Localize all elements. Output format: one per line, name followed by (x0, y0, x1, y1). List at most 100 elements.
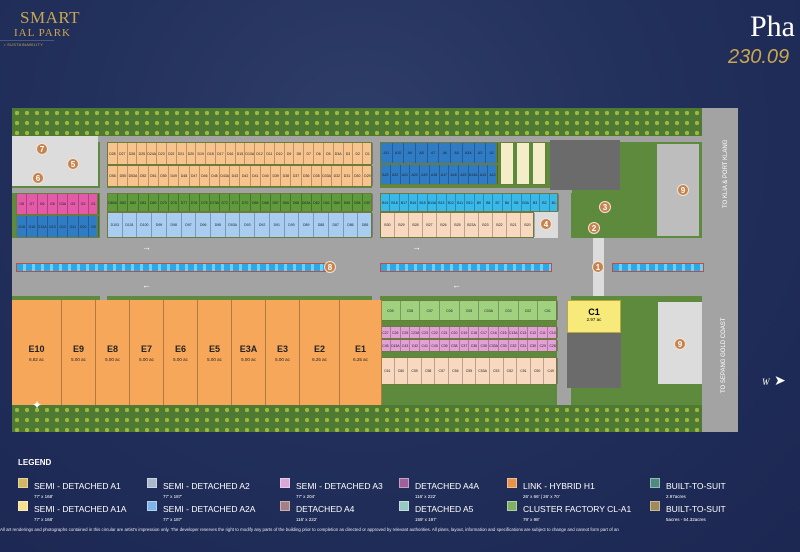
lot[interactable]: A11 (381, 143, 393, 163)
lot[interactable]: D17 (216, 143, 226, 164)
lot[interactable]: D57 (363, 194, 373, 211)
lot[interactable]: D62 (312, 194, 323, 211)
lot[interactable]: D42 (241, 166, 251, 186)
lot[interactable]: G2 (79, 194, 89, 214)
lot[interactable]: A20 (410, 165, 420, 184)
lot[interactable]: C02 (519, 301, 539, 320)
lot[interactable]: D43 (230, 166, 241, 186)
lot[interactable]: D70 (241, 194, 251, 211)
lot[interactable]: B8 (484, 194, 494, 211)
lot[interactable]: C55 (463, 358, 477, 384)
lot[interactable]: D60 (332, 194, 343, 211)
lot[interactable]: B19 (381, 194, 391, 211)
lot[interactable]: C27 (381, 327, 391, 338)
lot[interactable]: C28 (548, 340, 558, 351)
lot[interactable]: D12 (255, 143, 266, 164)
lot[interactable]: C56 (449, 358, 463, 384)
lot[interactable]: B25 (451, 213, 465, 237)
lot[interactable]: A8 (416, 143, 428, 163)
lot[interactable]: D97 (182, 213, 197, 237)
lot[interactable]: D52 (139, 166, 149, 186)
lot[interactable]: D51 (149, 166, 159, 186)
lot[interactable]: D98 (167, 213, 182, 237)
lot[interactable]: D39 (271, 166, 282, 186)
lot[interactable]: D90 (285, 213, 300, 237)
lot[interactable]: C53A (476, 358, 490, 384)
lot[interactable]: C16 (489, 327, 499, 338)
lot[interactable]: D22 (167, 143, 177, 164)
lot[interactable]: D41 (251, 166, 261, 186)
lot[interactable]: C59 (408, 358, 422, 384)
lot[interactable]: D15 (236, 143, 246, 164)
lot[interactable]: D63A (302, 194, 312, 211)
lot[interactable]: D68 (261, 194, 272, 211)
lot[interactable]: C25 (401, 327, 411, 338)
lot[interactable]: C31 (519, 340, 529, 351)
lot[interactable]: D83A (108, 194, 119, 211)
lot[interactable]: C33A (489, 340, 499, 351)
lot[interactable]: D100 (137, 213, 153, 237)
lot[interactable]: D87 (329, 213, 344, 237)
lot[interactable]: D23 (157, 143, 167, 164)
lot[interactable]: B13A (428, 194, 438, 211)
lot[interactable]: D93 (241, 213, 256, 237)
lot[interactable]: D5 (324, 143, 334, 164)
lot[interactable]: D10 (275, 143, 285, 164)
lot[interactable]: D33A (322, 166, 333, 186)
lot[interactable]: C06 (440, 301, 460, 320)
lot[interactable]: D45 (210, 166, 221, 186)
lot[interactable]: D30 (353, 166, 363, 186)
lot[interactable]: A9 (404, 143, 417, 163)
lot[interactable]: D40 (261, 166, 272, 186)
lot[interactable]: D11 (265, 143, 275, 164)
lot[interactable]: B3A (522, 194, 531, 211)
lot[interactable]: B16 (409, 194, 419, 211)
lot[interactable]: A10 (393, 143, 405, 163)
lot[interactable]: G5 (48, 194, 58, 214)
lot[interactable]: C12 (529, 327, 539, 338)
lot[interactable]: B18 (390, 194, 400, 211)
lot[interactable]: D38 (281, 166, 292, 186)
lot[interactable]: D43A (220, 166, 231, 186)
lot[interactable]: C52 (504, 358, 518, 384)
lot[interactable]: A13 (479, 165, 489, 184)
lot[interactable]: G13 (48, 216, 58, 237)
lot[interactable]: D53A (128, 166, 139, 186)
lot[interactable]: D6 (314, 143, 324, 164)
lot[interactable]: C41 (420, 340, 431, 351)
lot[interactable]: C15 (499, 327, 509, 338)
lot[interactable]: G9 (89, 216, 99, 237)
lot[interactable]: D79 (159, 194, 170, 211)
lot[interactable]: D32 (332, 166, 343, 186)
lot[interactable]: B23 (479, 213, 493, 237)
lot[interactable]: C61 (381, 358, 395, 384)
lot[interactable]: D59 (342, 194, 353, 211)
lot[interactable]: D61 (322, 194, 333, 211)
lot[interactable]: A3 (475, 143, 487, 163)
lot[interactable]: B22 (493, 213, 507, 237)
lot[interactable]: G8 (17, 194, 28, 214)
lot[interactable]: B15 (418, 194, 428, 211)
lot[interactable]: D55 (118, 166, 129, 186)
marker-8[interactable]: 8 (324, 261, 336, 273)
lot[interactable]: D96 (196, 213, 212, 237)
lot[interactable]: B12 (447, 194, 456, 211)
lot[interactable]: C13 (519, 327, 529, 338)
lot[interactable]: C20 (450, 327, 460, 338)
lot[interactable]: C23A (411, 327, 421, 338)
lot[interactable]: A12 (488, 165, 498, 184)
lot[interactable]: C18 (470, 327, 480, 338)
lot[interactable]: D31 (342, 166, 353, 186)
lot[interactable]: D48 (179, 166, 190, 186)
lot[interactable]: C23 (420, 327, 431, 338)
lot[interactable]: C03A (479, 301, 499, 320)
lot[interactable]: D49 (169, 166, 180, 186)
lot[interactable]: C38 (450, 340, 460, 351)
lot[interactable]: B28 (409, 213, 423, 237)
lot[interactable]: D37 (291, 166, 302, 186)
lot[interactable]: C45 (381, 340, 391, 351)
lot[interactable]: D92 (255, 213, 270, 237)
